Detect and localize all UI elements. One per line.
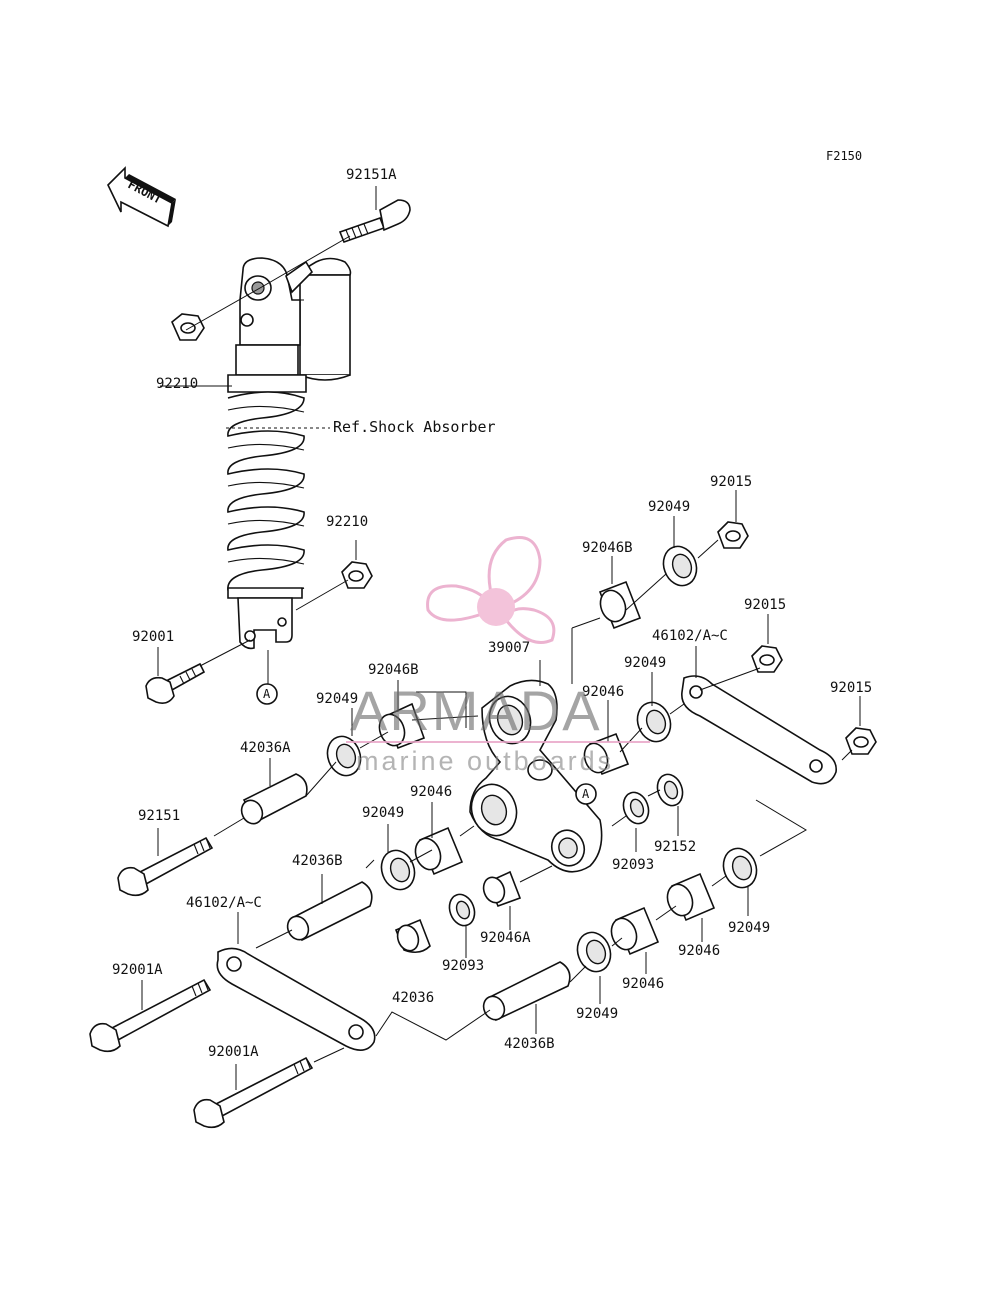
label-92046-b: 92046: [410, 784, 452, 800]
bearing-92046A: [482, 870, 522, 908]
label-92015-b: 92015: [744, 597, 786, 613]
label-92049-f: 92049: [576, 1006, 618, 1022]
label-42036B-a: 42036B: [292, 853, 343, 869]
svg-text:A: A: [582, 787, 590, 801]
armada-watermark: ARMADA marine outboards: [346, 536, 650, 776]
washer-92049-a: [662, 545, 698, 587]
bolt-92001: [145, 662, 206, 704]
callout-a-rocker: A: [575, 783, 597, 805]
bearing-92046B-b: [378, 702, 426, 750]
label-92001A-b: 92001A: [208, 1044, 259, 1060]
label-39007: 39007: [488, 640, 530, 656]
label-46102-lower: 46102/A~C: [186, 895, 262, 911]
label-92049-b: 92049: [624, 655, 666, 671]
bolt-92151: [117, 836, 214, 897]
label-92046-c: 92046: [678, 943, 720, 959]
sleeve-42036A: [240, 773, 308, 825]
label-92046-d: 92046: [622, 976, 664, 992]
watermark-brand: ARMADA: [350, 679, 602, 742]
nut-92210-lower: [341, 561, 373, 589]
washer-92049-c: [326, 735, 362, 777]
label-92049-d: 92049: [362, 805, 404, 821]
label-92151A: 92151A: [346, 167, 397, 183]
label-46102-upper: 46102/A~C: [652, 628, 728, 644]
label-92015-c: 92015: [830, 680, 872, 696]
bearing-92046B-a: [598, 580, 642, 630]
bearing-92046-d: [610, 906, 660, 956]
tie-rod-46102-lower: [216, 947, 376, 1051]
rocker-arm-39007: [469, 679, 603, 873]
label-92046A: 92046A: [480, 930, 531, 946]
nut-92015-a: [717, 521, 749, 549]
label-92151: 92151: [138, 808, 180, 824]
bearing-92046-a: [583, 732, 630, 776]
label-92152: 92152: [654, 839, 696, 855]
label-92210-top: 92210: [156, 376, 198, 392]
front-arrow-icon: FRONT: [107, 166, 176, 228]
label-92046B-b: 92046B: [368, 662, 419, 678]
svg-text:A: A: [263, 687, 271, 701]
bushing-flange: [394, 918, 431, 954]
label-42036A: 42036A: [240, 740, 291, 756]
label-92210-lower: 92210: [326, 514, 368, 530]
nut-92015-b: [751, 645, 783, 673]
bearing-92046-b: [414, 826, 464, 876]
figure-code: F2150: [826, 149, 862, 163]
nut-92015-c: [845, 727, 877, 755]
watermark-tagline: marine outboards: [356, 746, 614, 776]
label-92001: 92001: [132, 629, 174, 645]
tie-rod-46102-upper: [681, 675, 837, 785]
label-92049-a: 92049: [648, 499, 690, 515]
reference-shock-absorber: Ref.Shock Absorber: [333, 418, 496, 436]
shock-absorber: [227, 257, 352, 650]
label-92049-c: 92049: [316, 691, 358, 707]
label-92046B-a: 92046B: [582, 540, 633, 556]
collar-92152: [656, 773, 684, 807]
bolt-92151A: [338, 199, 411, 244]
washer-92049-f: [576, 931, 612, 973]
label-92093-a: 92093: [612, 857, 654, 873]
label-92015-a: 92015: [710, 474, 752, 490]
washer-92049-e: [722, 847, 758, 889]
label-42036: 42036: [392, 990, 434, 1006]
seal-92093-b: [448, 893, 476, 927]
washer-92049-b: [636, 701, 672, 743]
seal-92093-a: [622, 791, 650, 825]
bolt-92001A-a: [89, 978, 212, 1053]
label-92046-a: 92046: [582, 684, 624, 700]
bolt-92001A-b: [193, 1056, 314, 1129]
label-92049-e: 92049: [728, 920, 770, 936]
label-92001A-a: 92001A: [112, 962, 163, 978]
bearing-92046-c: [666, 872, 716, 922]
label-42036B-b: 42036B: [504, 1036, 555, 1052]
callout-a-shock: A: [256, 683, 278, 705]
washer-92049-d: [380, 849, 416, 891]
label-92093-b: 92093: [442, 958, 484, 974]
propeller-logo-icon: [426, 536, 556, 644]
sleeve-42036B-a: [286, 881, 373, 942]
nut-92210-top: [171, 313, 205, 341]
sleeve-42036B-b: [482, 961, 571, 1022]
